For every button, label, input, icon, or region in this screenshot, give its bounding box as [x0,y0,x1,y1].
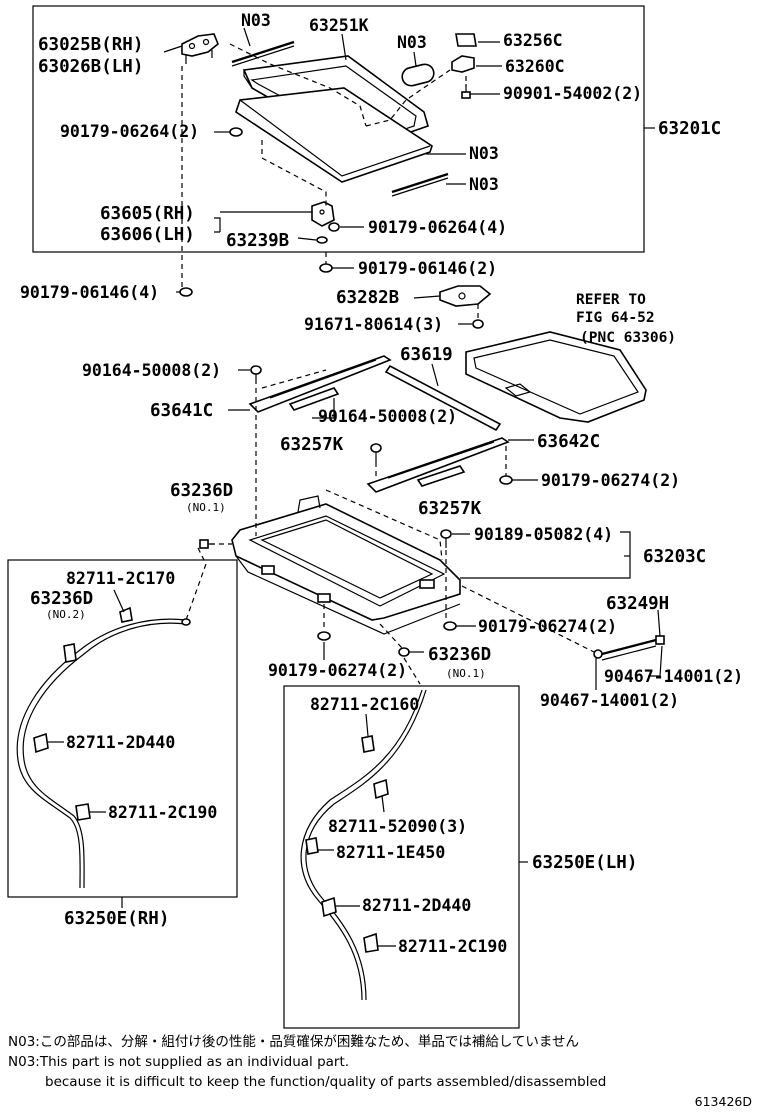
refer-note: (PNC 63306) [580,330,676,346]
nut-part [499,475,513,485]
guide-rail-63641c-part [248,355,392,413]
nut-part [443,621,457,631]
note-english-2: because it is difficult to keep the func… [45,1074,606,1090]
label-63605: 63605(RH) [100,204,195,224]
label-82711-2d440-b: 82711-2D440 [362,896,471,915]
label-63256c: 63256C [503,31,563,50]
label-90179-06274-b: 90179-06274(2) [478,617,617,636]
note-english-1: N03:This part is not supplied as an indi… [8,1054,349,1070]
assembly-box-63201c [32,5,645,253]
label-90179-06264-2: 90179-06264(2) [60,122,199,141]
label-63025b: 63025B(RH) [38,35,143,55]
pad-63257k-part [416,465,466,487]
refer-note: FIG 64-52 [576,310,655,326]
glass-panel-part [235,87,433,183]
note-japanese: N03:この部品は、分解・組付け後の性能・品質確保が困難なため、単品では補給して… [8,1034,579,1050]
label-90467-a: 90467-14001(2) [604,667,743,686]
label-n03: N03 [469,175,499,194]
label-63606: 63606(LH) [100,225,195,245]
label-82711-2c170: 82711-2C170 [66,569,175,588]
hose-clip-part [199,539,209,549]
screw-part [250,365,262,384]
hinge-bracket-part [181,33,219,64]
label-82711-52090: 82711-52090(3) [328,817,467,836]
rod-63619-part [384,364,502,432]
assembly-box-63250e-lh [283,685,520,1029]
drain-hose-rh-part [16,606,191,889]
label-63203c: 63203C [643,547,706,567]
bracket-part [451,55,475,73]
bracket-63282b-part [439,285,492,318]
label-63026b: 63026B(LH) [38,57,143,77]
nut-part [328,222,340,232]
drain-hose-63249h-part [593,635,665,661]
label-63260c: 63260C [505,57,565,76]
label-82711-2d440-a: 82711-2D440 [66,733,175,752]
label-n03: N03 [469,144,499,163]
label-90467-b: 90467-14001(2) [540,691,679,710]
drain-hose-lh-part [300,689,427,1001]
label-90164-b: 90164-50008(2) [318,407,457,426]
label-63250e-lh: 63250E(LH) [532,853,637,873]
nut-part [317,631,331,641]
label-90189: 90189-05082(4) [474,525,613,544]
cushion-pad-part [455,33,477,47]
figure-code: 613426D [695,1094,752,1109]
label-91671: 91671-80614(3) [304,315,443,334]
nut-part [319,263,333,273]
label-90179-06146-4: 90179-06146(4) [20,283,159,302]
hose-clip-part [398,647,410,657]
label-63251k: 63251K [309,16,369,35]
label-90164-a: 90164-50008(2) [82,361,221,380]
label-90179-06274-a: 90179-06274(2) [541,471,680,490]
label-no1-b: (NO.1) [446,667,486,680]
weatherstrip-part [391,172,449,194]
label-63239b: 63239B [226,231,289,251]
nut-part [179,287,193,297]
label-90179-06146-2: 90179-06146(2) [358,259,497,278]
label-63250e-rh: 63250E(RH) [64,909,169,929]
label-82711-2c160: 82711-2C160 [310,695,419,714]
guide-rail-63642c-part [366,437,510,493]
label-82711-2c190-b: 82711-2C190 [398,937,507,956]
bolt-part [472,319,484,329]
label-no1-a: (NO.1) [186,501,226,514]
nut-part [229,127,243,137]
label-90901: 90901-54002(2) [503,84,642,103]
label-90179-06274-c: 90179-06274(2) [268,661,407,680]
screw-part [370,443,382,462]
label-63641c: 63641C [150,401,213,421]
label-n03: N03 [241,11,271,30]
label-82711-2c190-a: 82711-2C190 [108,803,217,822]
label-63642c: 63642C [537,432,600,452]
bolt-part [440,529,452,548]
label-63282b: 63282B [336,288,399,308]
label-63236d-a: 63236D [170,481,233,501]
housing-frame-63203c-part [231,495,461,635]
label-63257k-a: 63257K [280,435,344,455]
pad-63257k-part [288,387,340,411]
label-63619: 63619 [400,345,453,365]
clip-part [316,236,328,244]
label-82711-1e450: 82711-1E450 [336,843,445,862]
label-no2: (NO.2) [46,608,86,621]
screw-part [461,84,471,99]
label-63236d-c: 63236D [428,645,491,665]
label-63257k-b: 63257K [418,499,482,519]
sunshade-panel-part [465,331,647,423]
label-63201c: 63201C [658,119,721,139]
label-n03: N03 [397,33,427,52]
deflector-cover-part [401,63,435,87]
label-63236d-b: 63236D [30,589,93,609]
refer-note: REFER TO [576,292,646,308]
seal-strip-part [231,40,295,64]
label-63249h: 63249H [606,594,669,614]
label-90179-06264-4: 90179-06264(4) [368,218,507,237]
